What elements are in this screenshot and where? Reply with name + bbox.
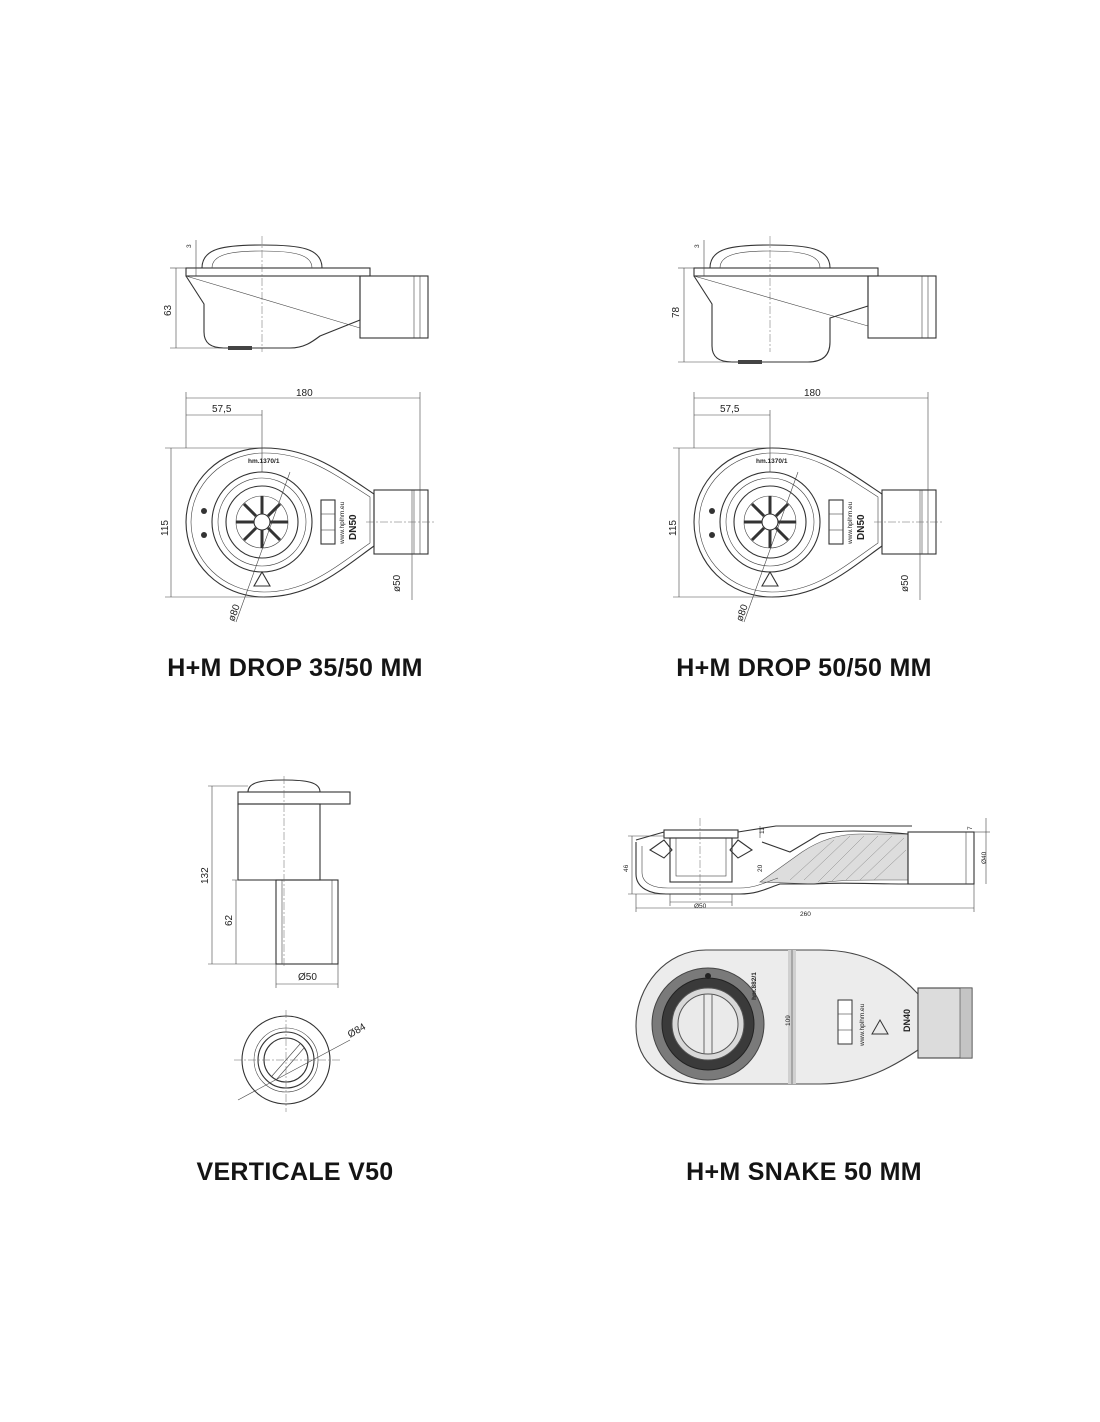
drop-35-web-mark: www.hplhm.eu [339, 501, 346, 545]
v50-top-dim: Ø84 [346, 1021, 368, 1040]
snake-50-side-view: 11 7 46 20 Ø50 260 Ø40 [623, 818, 990, 918]
drop-35-side-height-dim: 63 [163, 304, 174, 316]
drop-35-grate-dim: ø80 [226, 603, 242, 623]
drop-50-outlet-dim: ø50 [900, 574, 911, 592]
drop-35-50-side-view: 3 63 [163, 235, 429, 353]
snake-width-dim: 109 [785, 1015, 792, 1026]
snake-web-mark: www.hplhm.eu [859, 1003, 866, 1047]
drop-50-offset-dim: 57,5 [720, 404, 740, 415]
snake-dn-mark: DN40 [902, 1009, 912, 1032]
v50-outlet-dim: Ø50 [298, 972, 317, 983]
drop-50-dn-mark: DN50 [856, 514, 867, 540]
snake-code-mark: hm.882/1 [751, 972, 758, 1000]
snake-50-plan-view: 109 hm.882/1 www.hplhm.eu DN40 [635, 949, 973, 1085]
drop-35-offset-dim: 57,5 [212, 404, 232, 415]
v50-total-dim: 132 [200, 867, 211, 884]
drop-35-width-dim: 180 [296, 388, 313, 399]
verticale-v50-side-view: 132 62 Ø50 [200, 776, 351, 988]
drop-50-height-dim: 115 [668, 520, 679, 536]
snake-inner-dim: 20 [757, 864, 764, 872]
drop-35-height-dim: 115 [160, 520, 171, 536]
caption-verticale-v50: VERTICALE V50 [196, 1158, 394, 1186]
snake-top-dim: 11 [759, 827, 766, 834]
drop-35-code-mark: hm.1370/1 [248, 458, 280, 465]
drop-35-50-plan-view: 180 57,5 115 ø50 ø80 hm.1370/1 www.hplhm… [160, 388, 438, 624]
snake-length-dim: 260 [800, 911, 811, 918]
drop-35-dn-mark: DN50 [348, 514, 359, 540]
drop-50-width-dim: 180 [804, 388, 821, 399]
drop-50-50-side-view: 3 78 [671, 235, 937, 364]
snake-bottom-dim: Ø50 [694, 903, 707, 910]
drop-35-outlet-dim: ø50 [392, 574, 403, 592]
v50-lower-dim: 62 [224, 914, 235, 926]
snake-right-top-dim: 7 [967, 826, 974, 830]
snake-height-dim: 46 [623, 864, 630, 872]
drop-50-side-height-dim: 78 [671, 306, 682, 318]
drop-50-web-mark: www.hplhm.eu [847, 501, 854, 545]
caption-drop-35-50: H+M DROP 35/50 MM [167, 654, 423, 682]
caption-drop-50-50: H+M DROP 50/50 MM [676, 654, 932, 682]
drop-35-side-top-dim: 3 [186, 244, 193, 248]
drop-50-side-top-dim: 3 [694, 244, 701, 248]
snake-outlet-dim: Ø40 [981, 851, 988, 864]
caption-snake-50: H+M SNAKE 50 MM [686, 1158, 922, 1186]
drop-50-50-plan-view: 180 57,5 115 ø50 ø80 hm.1370/1 www.hplhm… [668, 388, 946, 624]
drop-50-code-mark: hm.1370/1 [756, 458, 788, 465]
verticale-v50-top-view: Ø84 [234, 1010, 368, 1112]
drop-50-grate-dim: ø80 [734, 603, 750, 623]
